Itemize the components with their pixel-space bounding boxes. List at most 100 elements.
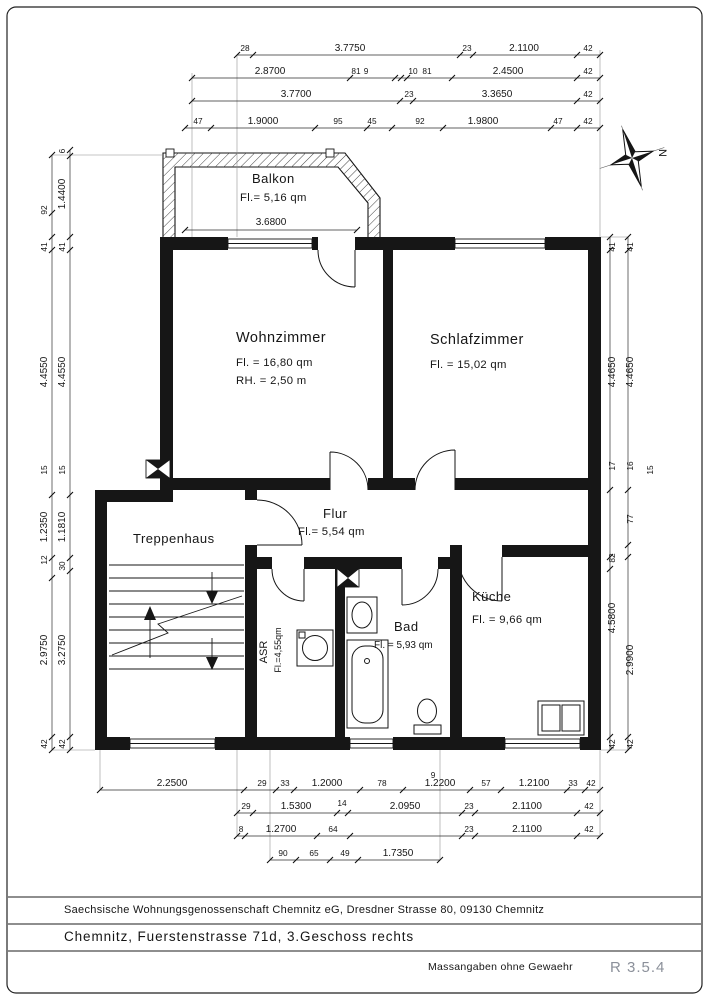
dim-label: 1.2700	[266, 824, 297, 835]
north-compass-icon: N	[599, 125, 668, 191]
dim-label: 23	[404, 89, 414, 99]
room-label-bad: Bad	[394, 619, 419, 634]
dim-label: 90	[278, 848, 288, 858]
dim-label: 33	[568, 778, 578, 788]
dim-label: 23	[464, 801, 474, 811]
dim-label: 2.9750	[39, 634, 50, 665]
title-object-line: Chemnitz, Fuerstenstrasse 71d, 3.Geschos…	[64, 929, 414, 944]
dim-label: 3.2750	[57, 634, 68, 665]
dim-label: 29	[241, 801, 251, 811]
dim-label: 2.1100	[512, 824, 542, 835]
dim-label: 15	[39, 465, 49, 475]
doors	[256, 249, 503, 606]
dim-label: 2.0950	[390, 801, 421, 812]
dim-label: 10	[408, 66, 418, 76]
dim-label: 92	[39, 205, 49, 215]
door-wohnzimmer	[329, 451, 369, 491]
room-area-wohnzimmer: Fl. = 16,80 qm	[236, 357, 313, 369]
dim-label: 23	[464, 824, 474, 834]
dim-label: 4.4650	[607, 356, 618, 387]
dim-label: 15	[645, 465, 655, 475]
dim-label: 23	[462, 43, 472, 53]
dim-label: 8	[239, 824, 244, 834]
dim-label: 77	[625, 514, 635, 524]
dim-label: 3.3650	[482, 89, 513, 100]
dim-label: 42	[583, 43, 593, 53]
dim-label: 82	[607, 553, 617, 563]
dim-label: 81	[422, 66, 432, 76]
shaft-symbols	[145, 459, 360, 588]
dim-label: 2.2500	[157, 778, 188, 789]
dim-label: 1.2350	[39, 511, 50, 542]
room-label-wohnzimmer: Wohnzimmer	[236, 330, 326, 346]
dim-label: 2.9900	[625, 644, 636, 675]
dim-label: 45	[367, 116, 377, 126]
dim-label: 33	[280, 778, 290, 788]
dim-label: 2.4500	[493, 66, 524, 77]
room-label-schlafzimmer: Schlafzimmer	[430, 332, 524, 348]
dim-label: 2.1100	[512, 801, 542, 812]
dim-label: 1.7350	[383, 848, 414, 859]
room-label-flur: Flur	[323, 506, 348, 521]
dim-label: 41	[607, 242, 617, 252]
dim-label: 41	[57, 242, 67, 252]
dim-label: 1.1810	[57, 511, 68, 542]
room-area-schlafzimmer: Fl. = 15,02 qm	[430, 359, 507, 371]
dim-label: 92	[415, 116, 425, 126]
dimension-lines	[48, 50, 632, 864]
walls	[95, 237, 601, 750]
dim-label: 42	[39, 739, 49, 749]
dim-label: 3.7750	[335, 43, 366, 54]
dim-label: 81	[351, 66, 361, 76]
dim-label: 78	[377, 778, 387, 788]
dim-label: 2.1100	[509, 43, 539, 54]
door-asr	[271, 568, 305, 602]
dim-label: 47	[553, 116, 563, 126]
room-label-asr: ASR	[258, 641, 270, 664]
dim-label: 42	[583, 89, 593, 99]
dim-label: 29	[257, 778, 267, 788]
dimension-labels-bottom: 2.2500 29 33 1.2000 78 9 1.2200 57 1.210…	[157, 217, 596, 859]
dim-label: 41	[39, 242, 49, 252]
room-label-treppenhaus: Treppenhaus	[133, 531, 215, 546]
dim-label: 28	[240, 43, 250, 53]
dim-label: 17	[607, 461, 617, 471]
door-schlafzimmer	[414, 449, 456, 491]
dim-label: 9	[431, 770, 436, 780]
stairs	[109, 564, 244, 670]
title-block: Saechsische Wohnungsgenossenschaft Chemn…	[8, 896, 701, 976]
dim-label: 1.2100	[519, 778, 550, 789]
dim-label: 4.4650	[625, 356, 636, 387]
dim-label: 14	[337, 798, 347, 808]
dimension-labels-left: 92 41 4.4550 15 1.2350 12 2.9750 42 6 1.…	[39, 148, 68, 748]
dim-label: 64	[328, 824, 338, 834]
door-bad	[401, 568, 439, 606]
dim-label: 42	[584, 801, 594, 811]
north-label: N	[656, 149, 668, 157]
toilet	[413, 724, 442, 735]
room-label-balkon: Balkon	[252, 171, 295, 186]
dim-label: 42	[57, 739, 67, 749]
dim-label: 4.4550	[39, 356, 50, 387]
room-area-asr: Fl.=4,55qm	[273, 627, 283, 672]
dim-label-balkon-width: 3.6800	[256, 217, 287, 228]
dim-label: 1.4400	[57, 178, 68, 209]
windows	[129, 238, 581, 749]
dimension-labels-right: 41 4.4650 17 82 4.5800 42 41 4.4650 16 7…	[607, 242, 655, 749]
dim-label: 42	[625, 739, 635, 749]
dim-label: 42	[586, 778, 596, 788]
room-area-balkon: Fl.= 5,16 qm	[240, 192, 307, 204]
dim-label: 42	[584, 824, 594, 834]
door-entrance	[256, 499, 303, 546]
dim-label: 1.5300	[281, 801, 312, 812]
dim-label: 15	[57, 465, 67, 475]
dim-label: 4.5800	[607, 602, 618, 633]
room-label-kueche: Küche	[472, 589, 511, 604]
dim-label: 1.9800	[468, 116, 499, 127]
dim-label: 9	[364, 66, 369, 76]
dim-label: 2.8700	[255, 66, 286, 77]
room-rh-wohnzimmer: RH. = 2,50 m	[236, 375, 306, 387]
title-address-line: Saechsische Wohnungsgenossenschaft Chemn…	[64, 904, 544, 916]
dim-label: 41	[625, 242, 635, 252]
